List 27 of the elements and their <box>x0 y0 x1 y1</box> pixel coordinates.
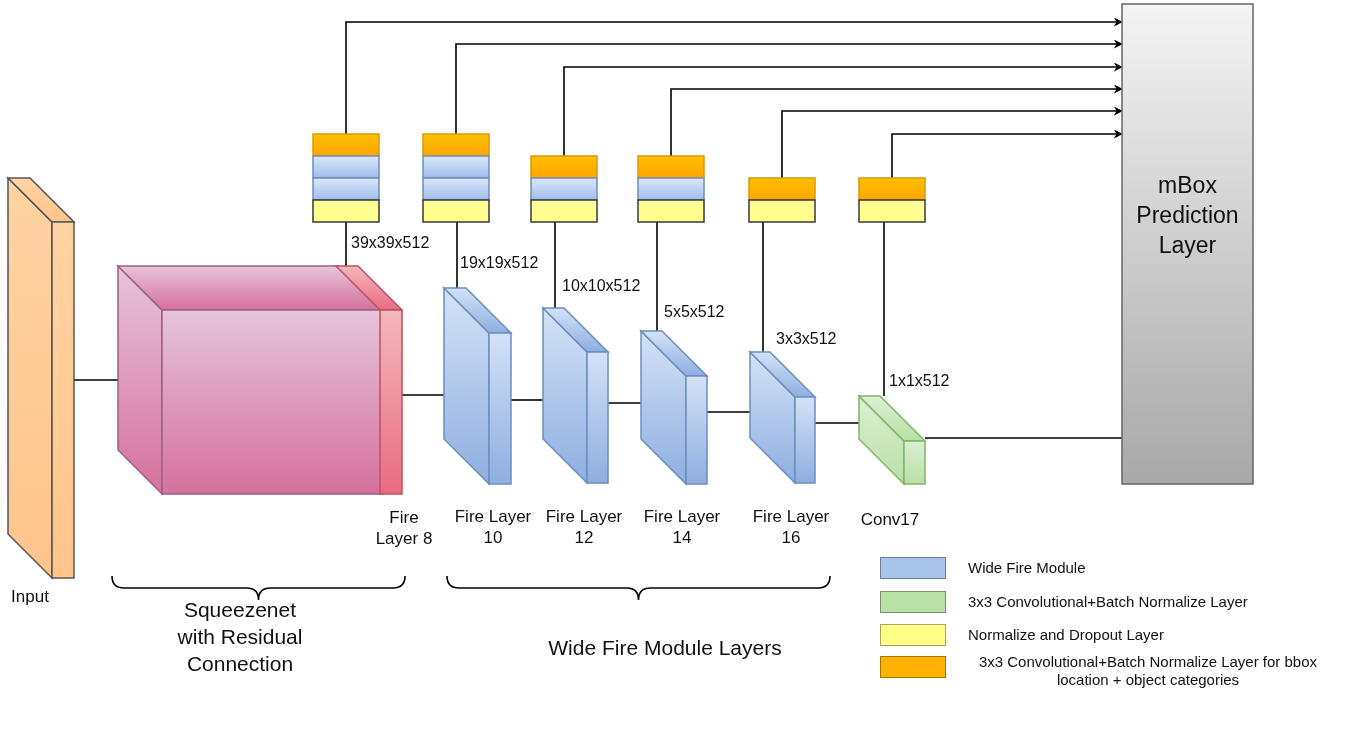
legend-label: Normalize and Dropout Layer <box>968 626 1164 644</box>
legend-label: 3x3 Convolutional+Batch Normalize Layer <box>968 593 1248 611</box>
legend-label: 3x3 Convolutional+Batch Normalize Layer for bbox location + object categories <box>977 653 1319 689</box>
connector-line <box>456 221 458 289</box>
layer-label: Fire Layer 8 <box>374 507 434 549</box>
arrow <box>563 62 1123 157</box>
connector-line <box>883 221 885 397</box>
layer-label: Fire Layer 10 <box>453 506 533 548</box>
arrow <box>781 106 1123 179</box>
connector-line <box>762 221 764 353</box>
layer-label: Fire Layer 12 <box>544 506 624 548</box>
connector-line <box>656 221 658 332</box>
connector-line <box>554 221 556 309</box>
layer-label: Fire Layer 16 <box>751 506 831 548</box>
legend-label: Wide Fire Module <box>968 559 1086 577</box>
connector-line <box>924 437 1123 439</box>
layer-label: Fire Layer 14 <box>642 506 722 548</box>
layer-label: Conv17 <box>859 509 921 530</box>
arrow <box>891 129 1123 179</box>
group-label: Squeezenet with Residual Connection <box>176 597 304 677</box>
group-label: Wide Fire Module Layers <box>547 635 783 661</box>
layer-label: mBox Prediction Layer <box>1135 171 1240 260</box>
connector-line <box>345 221 347 267</box>
arrow <box>455 39 1123 135</box>
arrow <box>345 17 1123 135</box>
arrow <box>670 84 1123 157</box>
layer-label: Input <box>10 586 50 607</box>
